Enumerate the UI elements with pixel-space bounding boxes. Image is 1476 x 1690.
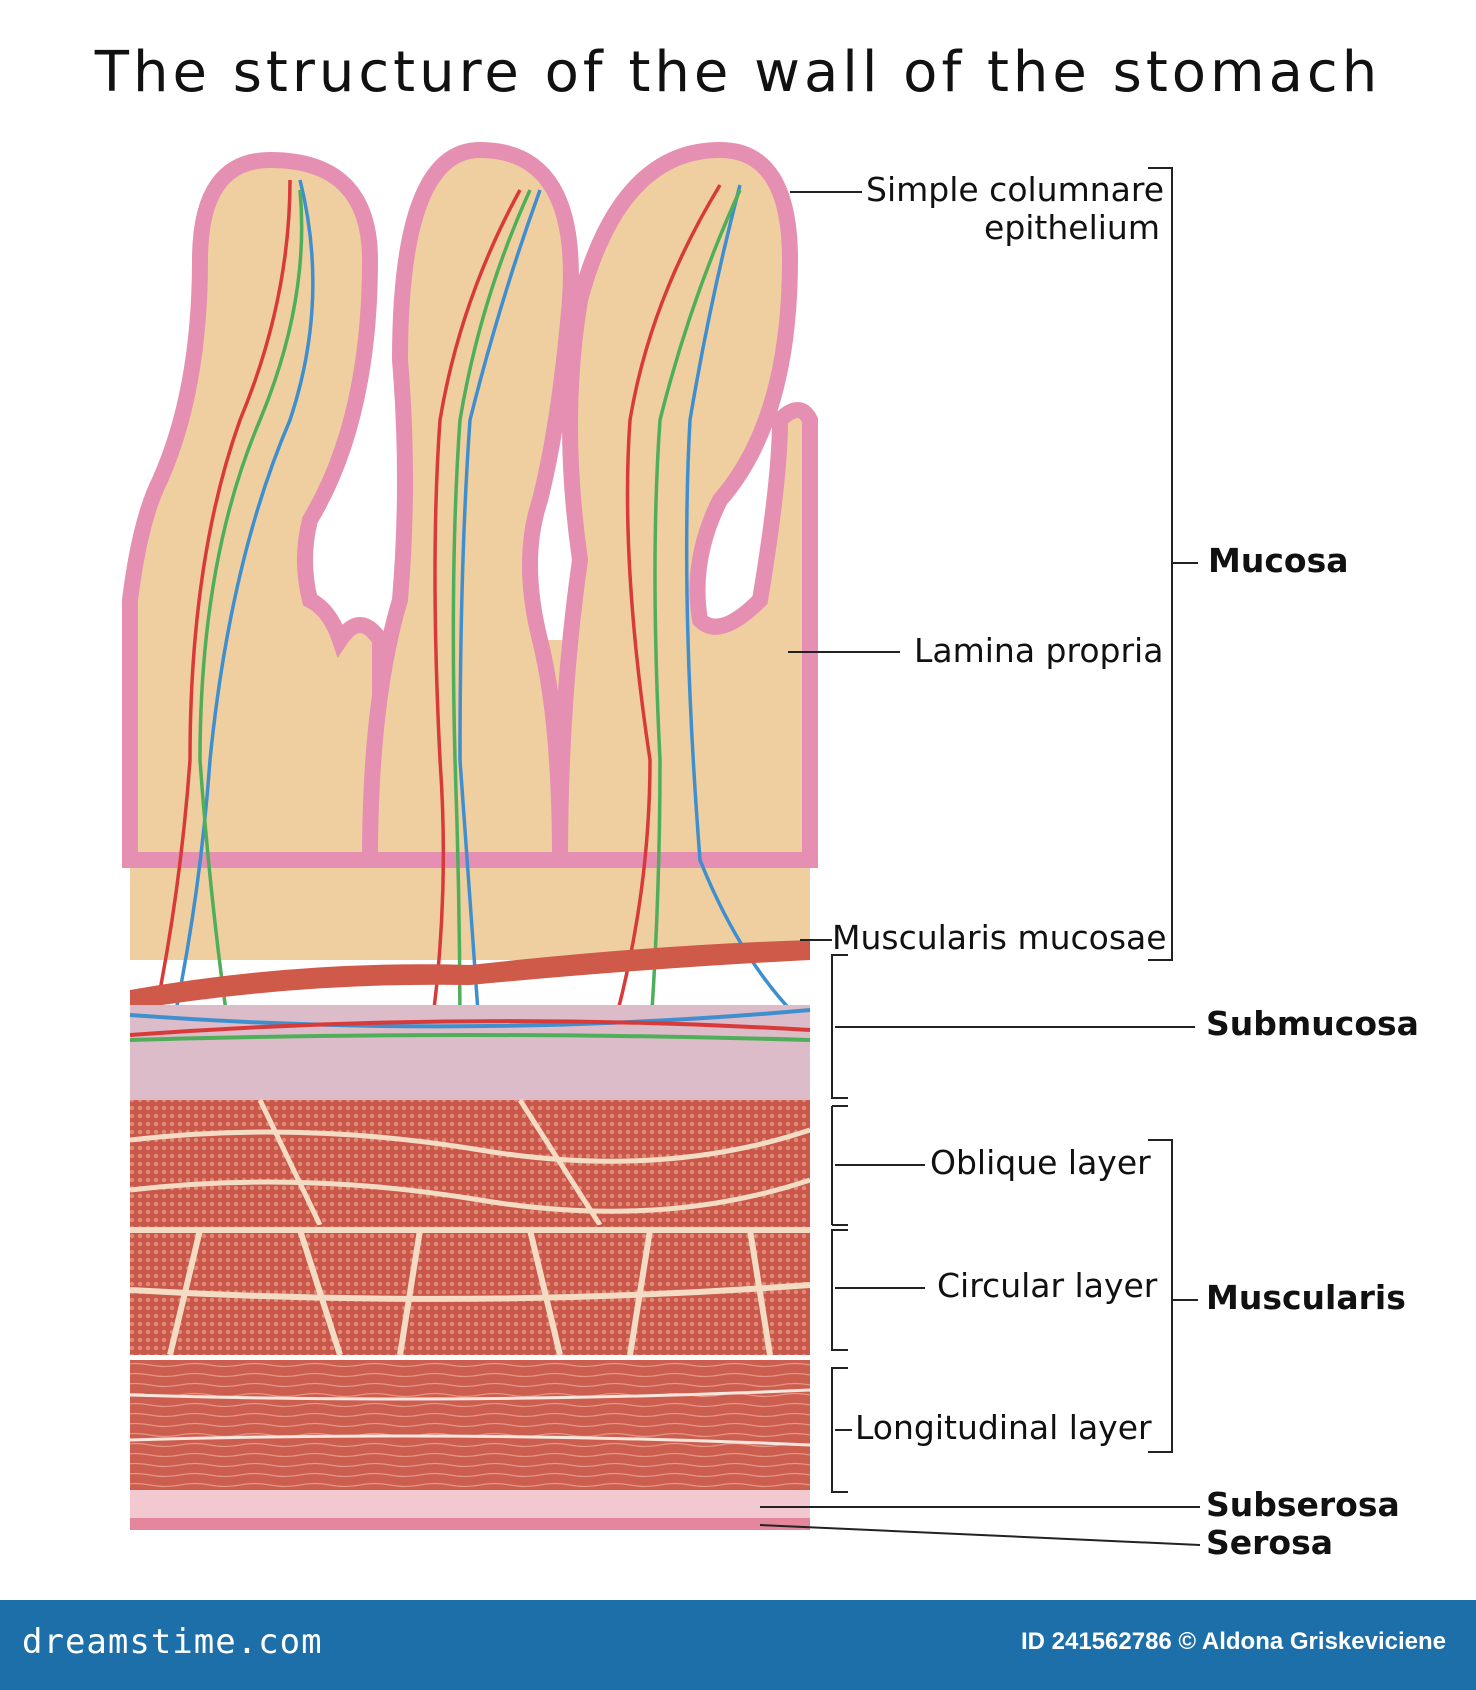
fold-2 [361, 141, 579, 868]
label-longitudinal-layer: Longitudinal layer [855, 1408, 1152, 1447]
label-epithelium-line2: epithelium [984, 208, 1160, 247]
group-mucosa: Mucosa [1208, 541, 1349, 580]
muscularis-mucosae-band [130, 940, 810, 1010]
footer-brand[interactable]: dreamstime.com [22, 1622, 323, 1662]
lymph-2 [451, 189, 532, 1041]
leader-lines [759, 167, 1201, 1546]
label-oblique-layer: Oblique layer [930, 1143, 1151, 1182]
fold-1 [122, 151, 389, 868]
vein-3 [684, 184, 802, 1022]
submucosa-vessels [129, 1008, 811, 1042]
circular-septa [129, 1227, 811, 1356]
longitudinal-layer [130, 1360, 810, 1490]
label-epithelium-line1: Simple columnare [866, 170, 1165, 209]
vein-2 [458, 189, 542, 1041]
artery-2 [428, 189, 522, 1041]
footer-bar: dreamstime.com ID 241562786 © Aldona Gri… [0, 1600, 1476, 1690]
stomach-wall-illustration [122, 141, 1201, 1546]
blood-vessels [148, 179, 802, 1041]
lymph-3 [648, 189, 742, 1041]
label-circular-layer: Circular layer [937, 1266, 1158, 1305]
artery-1 [148, 179, 292, 1041]
diagram-title: The structure of the wall of the stomach [94, 40, 1382, 105]
group-subserosa: Subserosa [1206, 1485, 1400, 1524]
lymph-1 [198, 189, 304, 1041]
subserosa-band [130, 1490, 810, 1518]
group-serosa: Serosa [1206, 1523, 1334, 1562]
vein-1 [168, 179, 315, 1041]
label-muscularis-mucosae: Muscularis mucosae [832, 918, 1167, 957]
serosa-band [130, 1518, 810, 1530]
group-submucosa: Submucosa [1206, 1004, 1419, 1043]
footer-id-credit: ID 241562786 © Aldona Griskeviciene [1020, 1628, 1446, 1655]
mucosal-folds [122, 141, 818, 868]
artery-3 [608, 184, 722, 1041]
oblique-septa [129, 1098, 811, 1227]
label-lamina-propria: Lamina propria [914, 631, 1164, 670]
fold-3 [551, 141, 818, 868]
group-muscularis: Muscularis [1206, 1278, 1406, 1317]
